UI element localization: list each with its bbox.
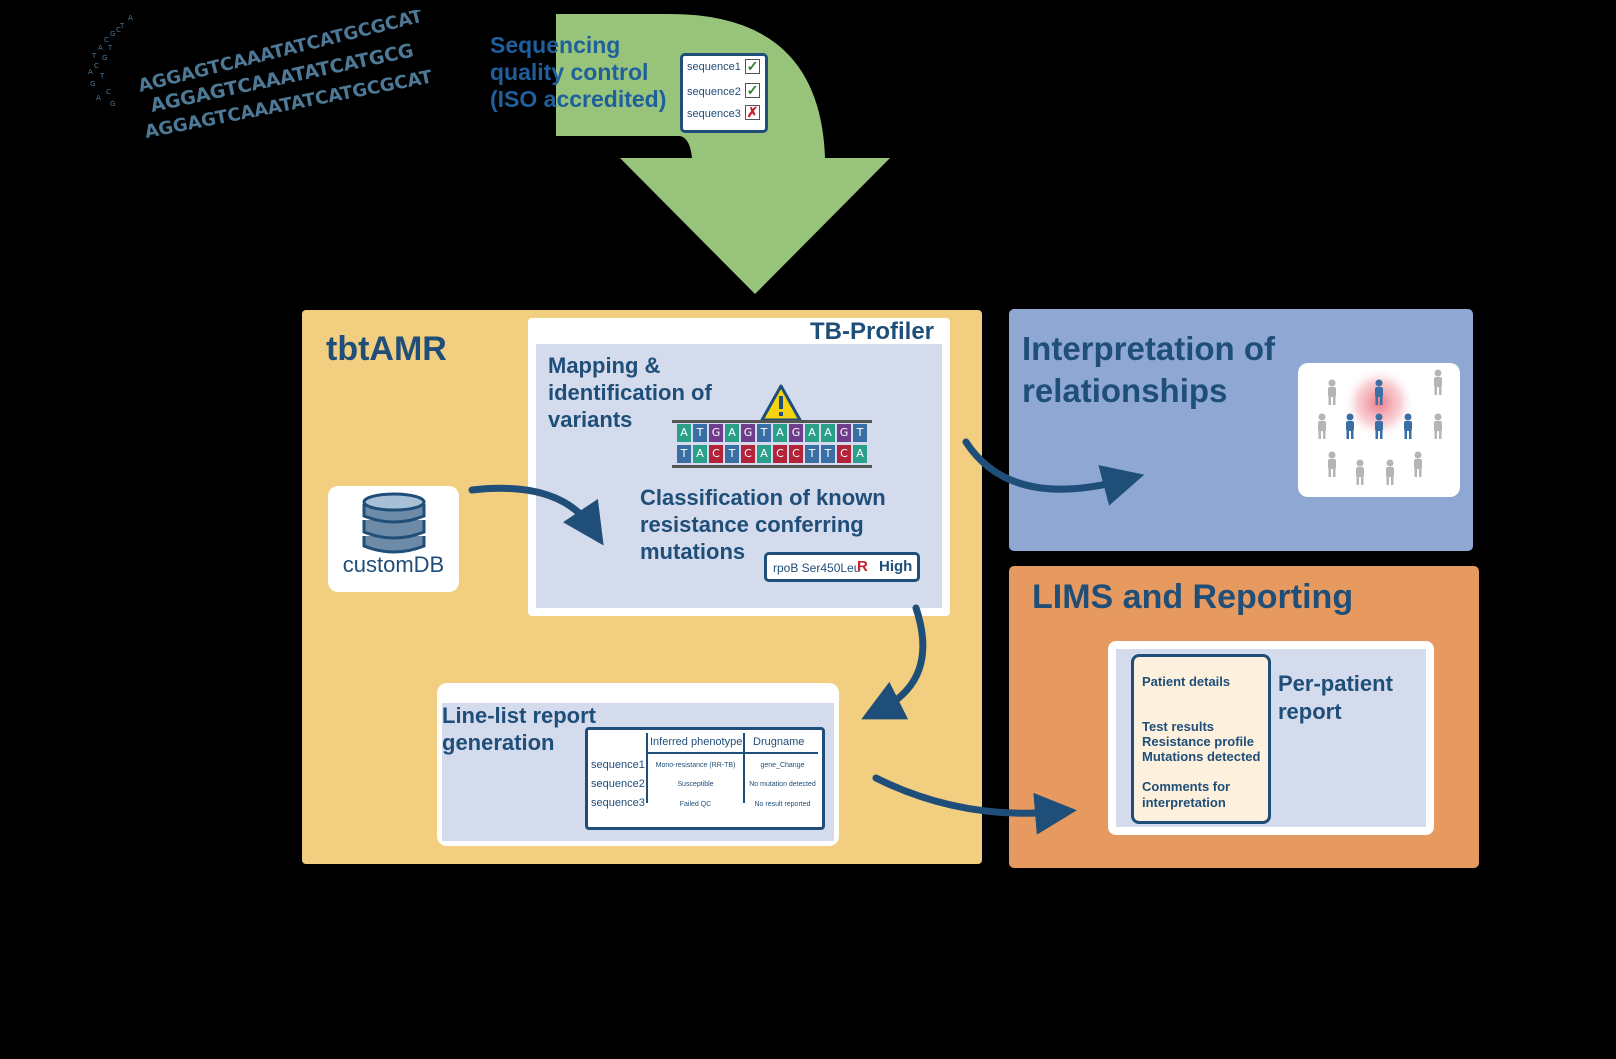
table-cell: gene_Change — [760, 762, 805, 769]
check-icon: ✓ — [745, 58, 760, 74]
table-row-label: sequence3 — [591, 797, 645, 809]
base-c: C — [837, 445, 851, 463]
table-header: Drugname — [753, 736, 805, 748]
mutations-label: Mutations detected — [1142, 749, 1261, 764]
base-g: G — [709, 424, 723, 442]
svg-text:T: T — [99, 72, 105, 80]
svg-text:C: C — [94, 62, 99, 70]
base-g: G — [789, 424, 803, 442]
per-patient-report-title: Per-patient report — [1278, 671, 1393, 724]
check-icon: ✓ — [745, 82, 760, 98]
mapping-step-text: Mapping & identification of variants — [548, 353, 712, 432]
table-cell: Susceptible — [677, 781, 714, 788]
base-a: A — [773, 424, 787, 442]
base-t: T — [677, 445, 691, 463]
qc-flow-arrow — [556, 14, 890, 294]
table-cell: No mutation detected — [749, 781, 816, 788]
comments-label: Comments for interpretation — [1142, 779, 1231, 810]
table-header-rule — [646, 752, 818, 754]
base-t: T — [805, 445, 819, 463]
base-t: T — [757, 424, 771, 442]
svg-text:G: G — [110, 100, 115, 108]
resistance-profile-label: Resistance profile — [1142, 734, 1254, 749]
badge-level: High — [879, 558, 913, 575]
base-t: T — [725, 445, 739, 463]
svg-text:C: C — [104, 36, 109, 44]
table-cell: Mono-resistance (RR-TB) — [655, 762, 736, 769]
qc-item-label: sequence1 — [687, 61, 741, 73]
table-column-rule — [743, 733, 745, 803]
arrow-linelist-to-lims — [872, 774, 1077, 835]
table-row-label: sequence2 — [591, 778, 645, 790]
base-c: C — [741, 445, 755, 463]
lims-title: LIMS and Reporting — [1032, 578, 1354, 616]
base-c: C — [709, 445, 723, 463]
cross-icon: ✗ — [745, 104, 760, 120]
base-c: C — [789, 445, 803, 463]
table-cell: Failed QC — [679, 801, 712, 808]
base-g: G — [741, 424, 755, 442]
svg-text:G: G — [90, 80, 95, 88]
svg-text:A: A — [128, 14, 133, 22]
patient-details-label: Patient details — [1142, 674, 1231, 689]
base-t: T — [693, 424, 707, 442]
svg-text:G: G — [110, 30, 115, 38]
base-a: A — [677, 424, 691, 442]
patient-report-document: Patient details Test results Resistance … — [1131, 654, 1271, 824]
arrow-tbprofiler-to-linelist — [861, 604, 927, 720]
linelist-table: Inferred phenotype Drugname sequence1 Mo… — [585, 727, 825, 830]
base-a: A — [757, 445, 771, 463]
svg-text:C: C — [116, 26, 121, 34]
badge-call: R — [857, 558, 868, 575]
base-g: G — [837, 424, 851, 442]
qc-title: Sequencing quality control (ISO accredit… — [490, 32, 667, 112]
base-t: T — [821, 445, 835, 463]
base-a: A — [725, 424, 739, 442]
mutation-badge: rpoB Ser450Leu R High — [764, 552, 920, 582]
people-cluster-icon — [1318, 367, 1442, 485]
interpretation-title: Interpretation of relationships — [1022, 330, 1275, 409]
database-icon — [362, 492, 426, 554]
strand-bar — [672, 465, 872, 468]
table-column-rule — [646, 733, 648, 803]
linelist-title: Line-list report generation — [442, 703, 597, 755]
svg-text:T: T — [91, 52, 97, 60]
svg-text:A: A — [96, 94, 101, 102]
table-cell: No result reported — [754, 801, 811, 808]
tbprofiler-title: TB-Profiler — [810, 318, 935, 345]
customdb-card: customDB — [328, 486, 459, 592]
qc-item-label: sequence3 — [687, 108, 741, 120]
base-a: A — [693, 445, 707, 463]
svg-text:T: T — [119, 22, 125, 30]
test-results-label: Test results — [1142, 719, 1215, 734]
cluster-card — [1298, 363, 1460, 497]
svg-text:A: A — [88, 68, 93, 76]
arrow-tbtamr-to-interpretation — [962, 438, 1145, 506]
tbtamr-title: tbtAMR — [326, 330, 447, 368]
table-header: Inferred phenotype — [650, 736, 743, 748]
classification-step-text: Classification of known resistance confe… — [640, 485, 886, 564]
table-row-label: sequence1 — [591, 759, 645, 771]
qc-item-label: sequence2 — [687, 86, 741, 98]
svg-text:A: A — [98, 44, 103, 52]
customdb-label: customDB — [342, 552, 445, 577]
svg-text:G: G — [102, 54, 107, 62]
svg-text:T: T — [107, 44, 113, 52]
base-a: A — [853, 445, 867, 463]
svg-text:C: C — [106, 88, 111, 96]
base-a: A — [805, 424, 819, 442]
strand-bar — [672, 420, 872, 423]
badge-mutation: rpoB Ser450Leu — [773, 561, 861, 575]
base-a: A — [821, 424, 835, 442]
base-c: C — [773, 445, 787, 463]
arrow-db-to-tbprofiler — [468, 484, 604, 546]
qc-checklist-card: sequence1 ✓ sequence2 ✓ sequence3 ✗ — [680, 53, 768, 133]
base-t: T — [853, 424, 867, 442]
